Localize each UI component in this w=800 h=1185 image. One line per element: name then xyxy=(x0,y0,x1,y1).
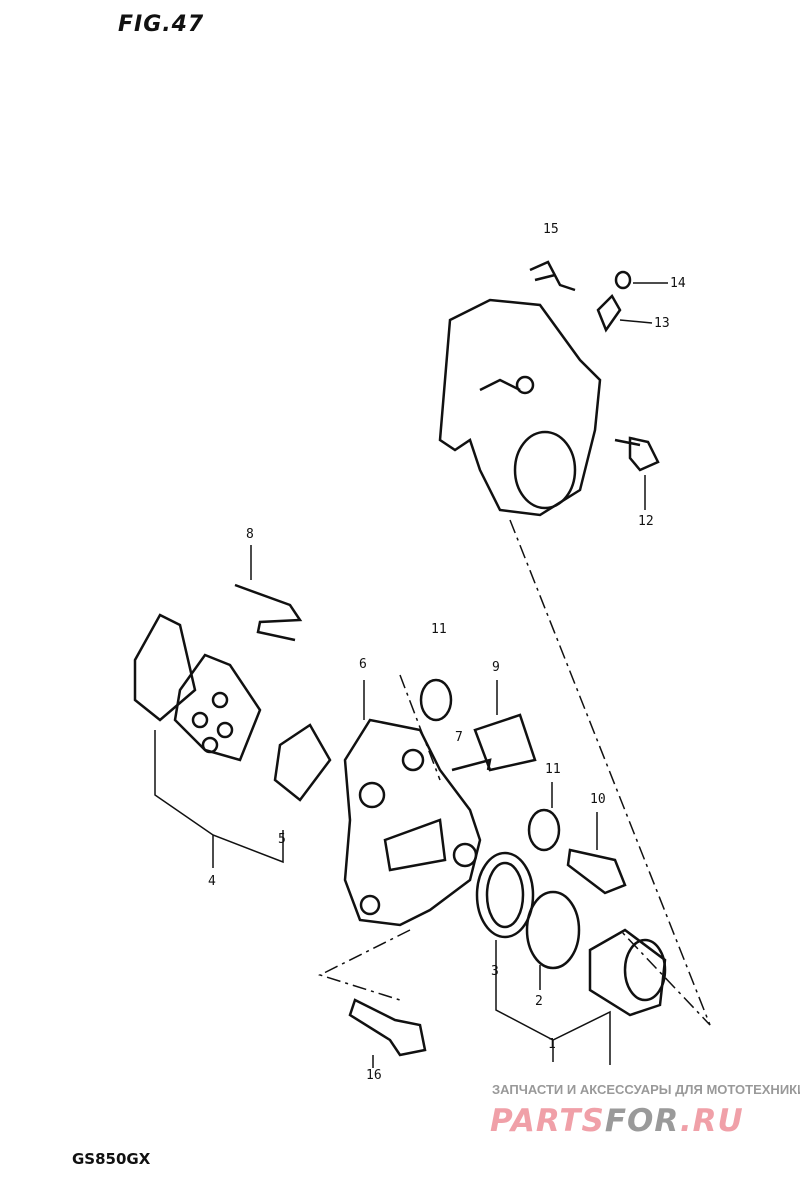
shim-5 xyxy=(273,723,332,802)
piston-1 xyxy=(588,928,667,1017)
bleeder-13 xyxy=(596,293,653,333)
part-label: 6 xyxy=(359,657,367,672)
watermark-logo: PARTSFOR.RU xyxy=(490,1104,744,1138)
part-label: 15 xyxy=(543,222,559,237)
model-code: GS850GX xyxy=(72,1150,151,1168)
boot-11b xyxy=(527,782,561,852)
watermark-brand-b: FOR xyxy=(604,1103,680,1139)
part-label: 16 xyxy=(366,1068,382,1083)
watermark-brand-c: .RU xyxy=(679,1103,744,1139)
part-label: 5 xyxy=(278,832,286,847)
cap-14 xyxy=(614,270,668,290)
clip-15 xyxy=(529,260,576,292)
part-label: 1 xyxy=(548,1037,556,1052)
part-label: 11 xyxy=(545,762,561,777)
spring-8 xyxy=(234,545,303,642)
part-label: 2 xyxy=(535,994,543,1009)
part-label: 7 xyxy=(455,730,463,745)
figure-title: FIG.47 xyxy=(118,12,205,37)
bolt-12 xyxy=(614,436,660,510)
part-label: 3 xyxy=(491,964,499,979)
seal-2 xyxy=(525,890,581,970)
seal-3 xyxy=(475,851,535,939)
watermark-brand-a: PARTS xyxy=(490,1103,605,1139)
part-label: 8 xyxy=(246,527,254,542)
part-label: 4 xyxy=(208,874,216,889)
caliper-holder xyxy=(438,298,602,517)
bolt-16 xyxy=(348,998,427,1068)
pin-7 xyxy=(451,758,492,772)
part-label: 9 xyxy=(492,660,500,675)
caliper-body xyxy=(343,680,482,927)
part-label: 12 xyxy=(638,514,654,529)
pin-9 xyxy=(473,680,537,772)
part-label: 13 xyxy=(654,316,670,331)
leader-1-2-3 xyxy=(495,940,611,1065)
assembly-leaders xyxy=(318,519,711,1026)
brake-pads xyxy=(133,613,262,762)
watermark-subtitle: ЗАПЧАСТИ И АКСЕССУАРЫ ДЛЯ МОТОТЕХНИКИ xyxy=(492,1082,800,1097)
pin-10 xyxy=(566,812,627,895)
part-label: 11 xyxy=(431,622,447,637)
part-label: 10 xyxy=(590,792,606,807)
part-label: 14 xyxy=(670,276,686,291)
leader-4-5 xyxy=(154,730,284,868)
boot-11a xyxy=(419,678,453,722)
